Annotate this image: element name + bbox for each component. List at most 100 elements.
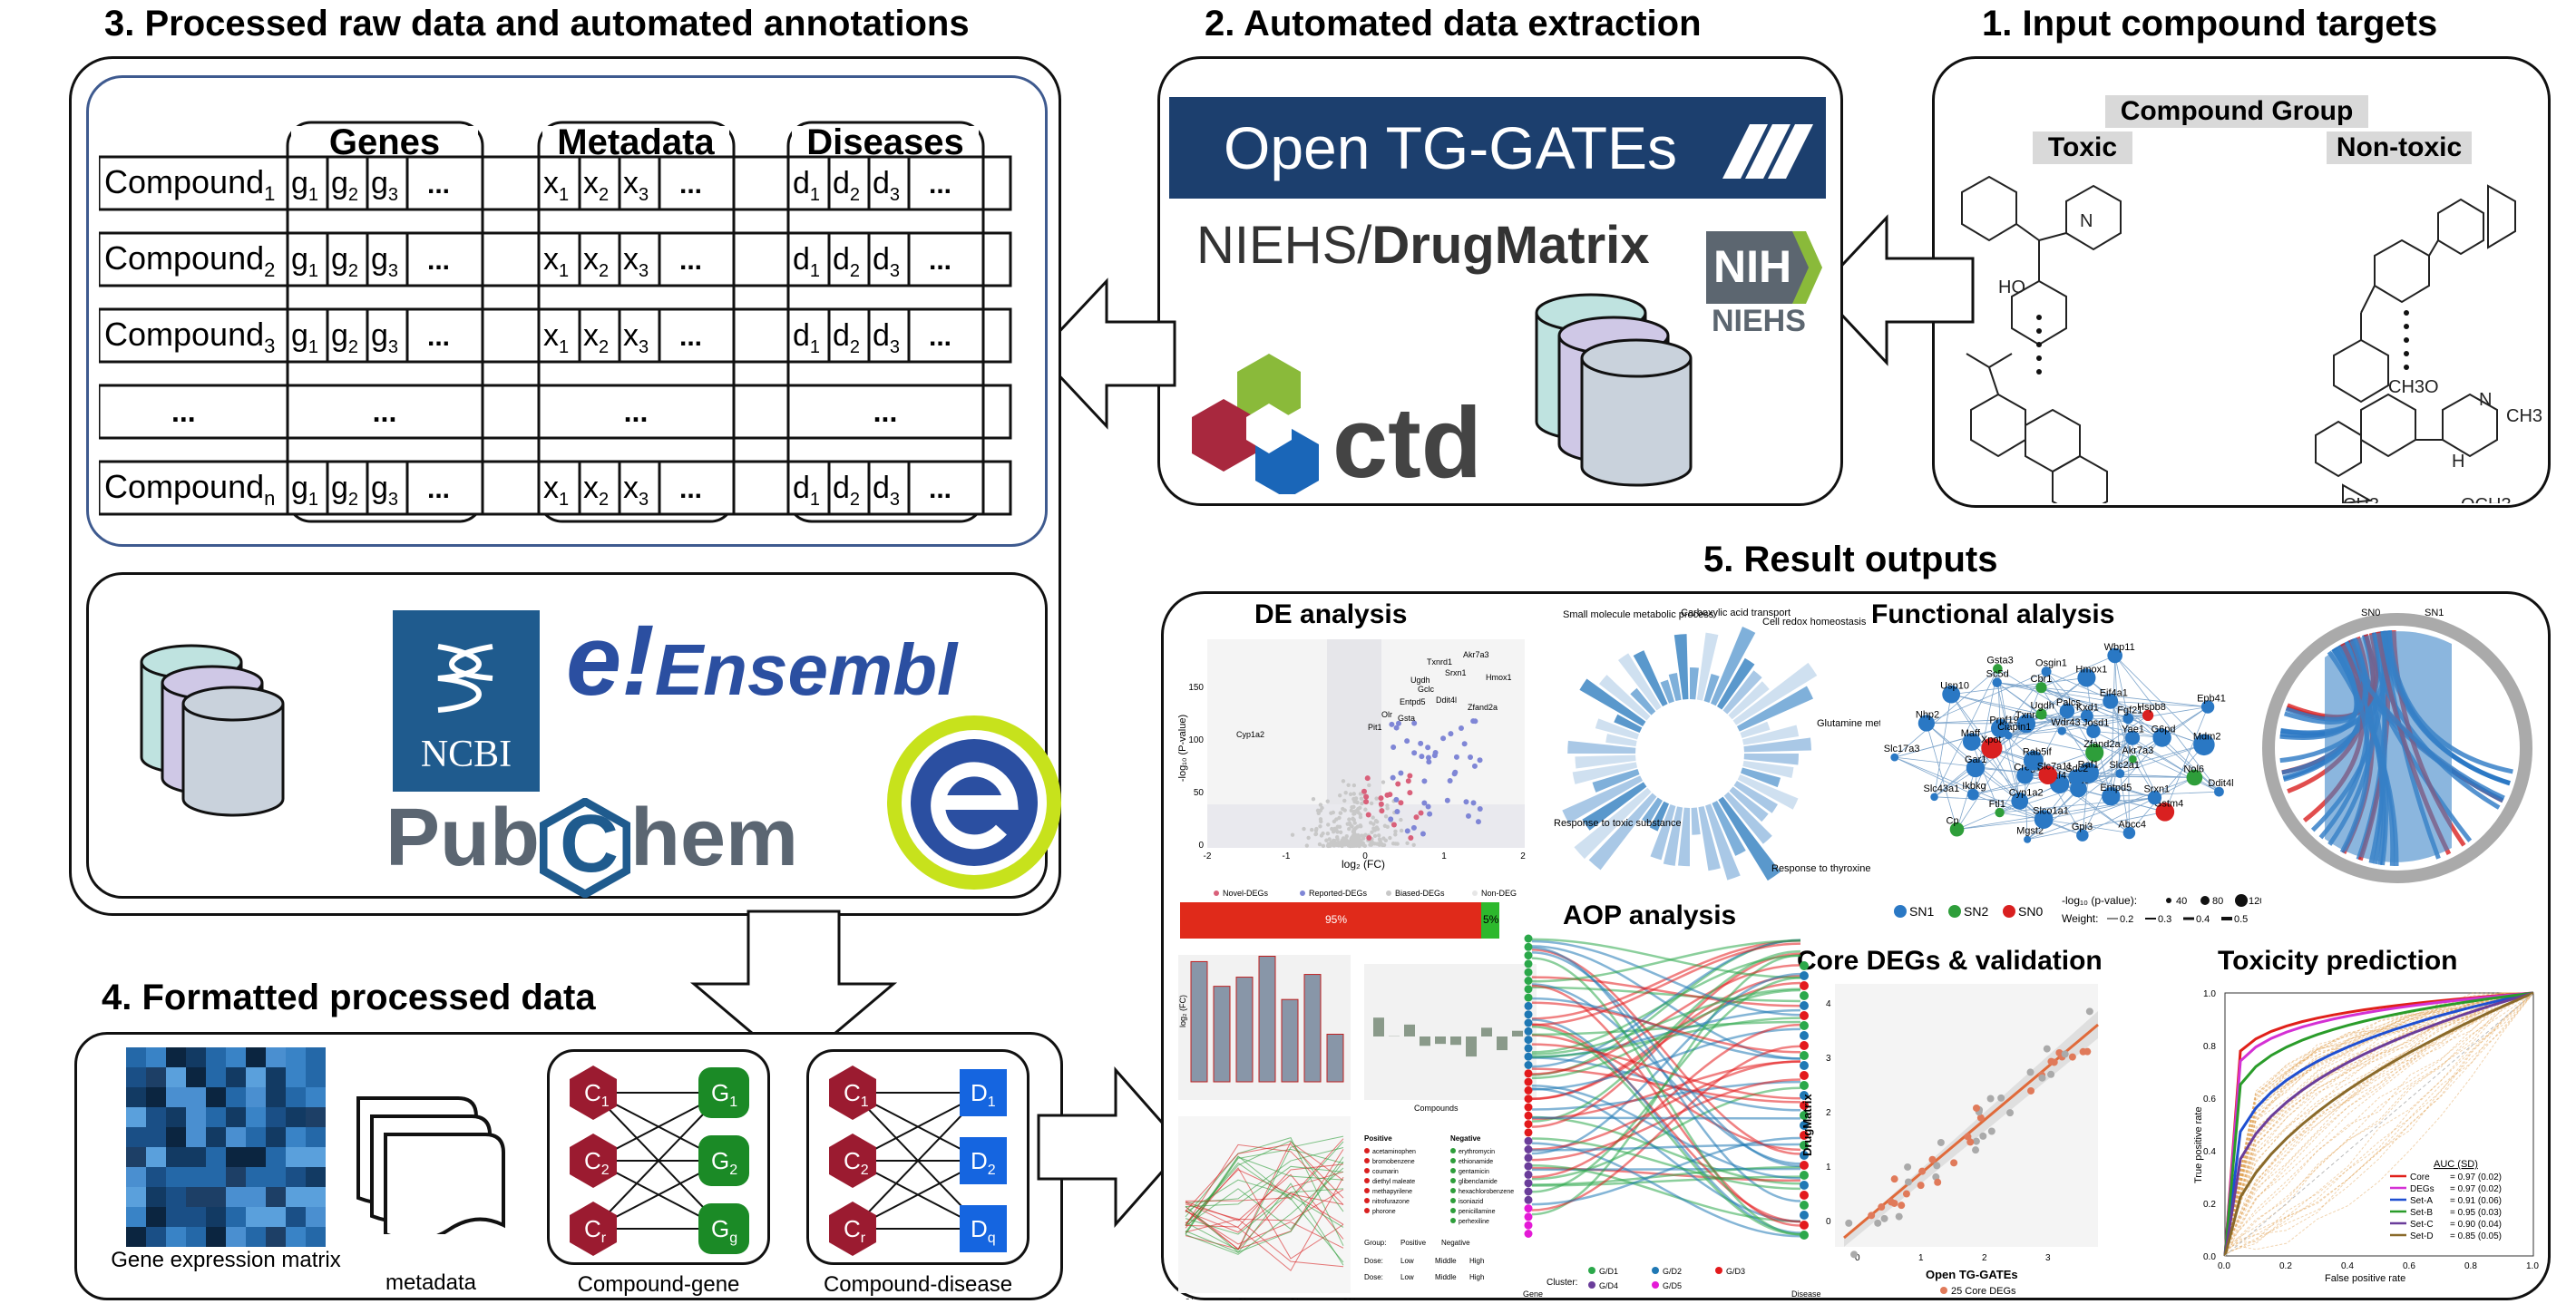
heatmap-cell (166, 1187, 186, 1207)
heatmap-cell (186, 1107, 206, 1127)
network-gene-label: Gar1 (1965, 754, 1986, 765)
europepmc-icon (887, 715, 1061, 890)
positive-dot (1364, 1178, 1370, 1183)
weight-legend-value: 0.2 (2120, 914, 2133, 925)
network-gene-label: Hmox1 (2075, 664, 2107, 675)
heatmap-cell (126, 1167, 146, 1187)
scatter-legend: 25 Core DEGs (1951, 1286, 2016, 1297)
table-cell-ellipsis: ... (929, 170, 951, 199)
volcano-point (1383, 814, 1389, 819)
aop-gene-node (1524, 1170, 1533, 1179)
volcano-point (1395, 720, 1401, 726)
network-node (2080, 709, 2093, 723)
volcano-point (1302, 826, 1306, 832)
roc-fold-curve (2224, 992, 2534, 1256)
network-gene-label: Maff (1961, 728, 1981, 739)
time-tick: 9 hr (1291, 1298, 1303, 1299)
volcano-point (1420, 831, 1426, 837)
aop-gene-node (1524, 959, 1533, 968)
scatter-ytick: 1 (1826, 1163, 1831, 1173)
volcano-point (1393, 832, 1398, 837)
aop-flow (1531, 1043, 1801, 1100)
roc-fold-curve (2224, 992, 2534, 1256)
table-cell: d3 (873, 471, 900, 510)
roc-fold-curve (2224, 992, 2534, 1256)
aop-disease-node (1800, 1191, 1809, 1200)
circular-bar (1737, 774, 1799, 810)
positive-compound: acetaminophen (1372, 1149, 1416, 1155)
volcano-point (1358, 792, 1363, 796)
heatmap-cell (246, 1127, 266, 1147)
network-node (2155, 803, 2175, 822)
heatmap-cell (126, 1147, 146, 1167)
network-node (1981, 737, 2003, 759)
heatmap-cell (246, 1207, 266, 1227)
header-genes: Genes (329, 122, 440, 162)
roc-legend-name: Set-A (2410, 1196, 2433, 1206)
circular-bar (1642, 797, 1663, 824)
aop-flow (1531, 1136, 1801, 1206)
heatmap-cell (286, 1107, 306, 1127)
aop-flow (1531, 1086, 1801, 1181)
network-gene-label: Slc7a11 (2037, 762, 2073, 773)
scatter-xtick: 0 (1855, 1253, 1860, 1263)
heatmap-cell (186, 1047, 206, 1067)
volcano-point (1477, 806, 1483, 813)
scatter-point (1933, 1162, 1941, 1170)
aop-gene-node (1524, 1111, 1533, 1120)
volcano-point (1369, 840, 1374, 844)
volcano-xtick: -1 (1283, 851, 1291, 861)
aop-flow (1531, 1001, 1801, 1054)
roc-fold-curve (2224, 992, 2534, 1256)
group-legend-item: Negative (1441, 1239, 1470, 1247)
pubchem-hexagon-icon: C (539, 798, 630, 899)
time-tick: 3 hr (1186, 1298, 1198, 1299)
heatmap-cell (206, 1107, 226, 1127)
volcano-point (1331, 840, 1336, 844)
aop-flow (1531, 1017, 1801, 1058)
heatmap-cell (226, 1047, 246, 1067)
aop-gene-node (1524, 1052, 1533, 1061)
scatter-point (1898, 1202, 1906, 1210)
dose-legend-item: Low (1400, 1257, 1414, 1265)
aop-flow (1531, 946, 1801, 1202)
aop-disease-node (1800, 961, 1809, 970)
ellipsis-cell: ... (873, 395, 898, 428)
volcano-gene-label: Olr (1381, 710, 1392, 719)
roc-fold-curve (2224, 992, 2533, 1256)
positive-dot (1364, 1148, 1370, 1153)
functional-network: Zfand2aCreg1PalcsEntpd5MaffHspb8Mgst2Gst… (1884, 642, 2261, 925)
aop-gene-node (1524, 1221, 1533, 1230)
heatmap-cell (146, 1227, 166, 1247)
volcano-point (1351, 792, 1356, 796)
volcano-point (1411, 720, 1418, 726)
volcano-point (1418, 740, 1424, 746)
table-cell: d2 (833, 242, 860, 281)
aop-gene-node (1524, 1069, 1533, 1078)
roc-ytick: 0.8 (2203, 1042, 2216, 1052)
weight-legend-title: Weight: (2062, 912, 2098, 925)
circular-bar (1743, 737, 1812, 753)
network-gene-label: Wdr43 (2051, 717, 2080, 728)
aop-flow (1531, 1078, 1801, 1162)
roc-fold-curve (2224, 992, 2534, 1256)
volcano-point (1383, 838, 1389, 843)
volcano-point (1393, 796, 1400, 803)
roc-fold-curve (2224, 992, 2534, 1256)
scatter-point (1902, 1190, 1910, 1198)
heatmap-cell (206, 1227, 226, 1247)
network-gene-label: Hspb8 (2137, 702, 2166, 713)
scatter-point (2055, 1048, 2064, 1056)
aop-cluster-dot (1588, 1281, 1595, 1289)
volcano-point (1407, 790, 1413, 796)
roc-fold-curve (2224, 992, 2534, 1256)
heatmap-cell (246, 1087, 266, 1107)
volcano-point (1395, 781, 1401, 787)
network-legend-dot (1894, 905, 1907, 918)
heatmap-cell (186, 1147, 206, 1167)
ensembl-text: Ensembl (654, 629, 958, 710)
ellipsis-cell: ... (624, 395, 649, 428)
heatmap-cell (306, 1227, 326, 1247)
heatmap-cell (186, 1167, 206, 1187)
